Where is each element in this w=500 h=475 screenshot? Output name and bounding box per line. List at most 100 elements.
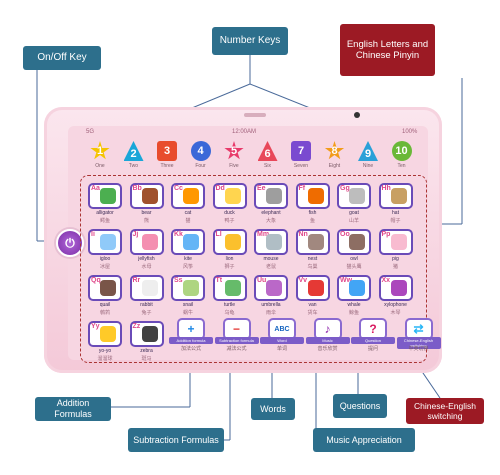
word-label: cat — [184, 210, 192, 216]
callout-english-pinyin: English Letters and Chinese Pinyin — [340, 24, 435, 76]
function-button-pinyin: 加法公式 — [180, 346, 201, 352]
callout-onoff-key: On/Off Key — [23, 46, 101, 70]
function-button-label: Word — [260, 337, 304, 344]
letter-key-d[interactable]: Dd duck 鸭子 — [212, 183, 247, 224]
cat-icon — [183, 188, 199, 204]
letter-label: Hh — [381, 185, 391, 192]
goat-icon — [349, 188, 365, 204]
function-button-pinyin: 提问 — [367, 346, 378, 352]
pinyin-label: 鲸鱼 — [348, 310, 359, 316]
number-key-label: Seven — [293, 163, 309, 169]
word-label: bear — [141, 210, 152, 216]
clock: 12:00AM — [232, 129, 257, 135]
duck-icon — [224, 188, 241, 204]
number-key-digit: 5 — [230, 145, 238, 157]
letter-label: Kk — [174, 231, 183, 238]
pinyin-label: 猪 — [392, 264, 398, 270]
word-label: pig — [392, 256, 399, 262]
word-label: snail — [182, 302, 194, 308]
pinyin-label: 鸭子 — [224, 218, 235, 224]
igloo-icon — [100, 234, 116, 250]
pinyin-label: 货车 — [307, 310, 318, 316]
callout-music: Music Appreciation — [313, 428, 415, 452]
pinyin-label: 溜溜球 — [97, 356, 113, 362]
hat-icon — [390, 188, 407, 204]
letter-label: Yy — [91, 323, 100, 330]
number-key-10[interactable]: 10 — [391, 141, 412, 161]
letter-label: Jj — [132, 231, 139, 238]
letter-label: Bb — [132, 185, 142, 192]
fish-icon — [307, 188, 324, 204]
question-icon: ? — [369, 322, 377, 336]
pinyin-label: 兔子 — [141, 310, 152, 316]
word-label: quail — [99, 302, 111, 308]
pinyin-label: 木琴 — [390, 310, 401, 316]
number-key-digit: 6 — [264, 148, 271, 160]
subtraction-icon: − — [232, 322, 240, 336]
word-label: jellyfish — [138, 256, 155, 262]
letter-label: Tt — [215, 277, 223, 284]
number-key-label: Five — [229, 163, 239, 169]
word-label: van — [308, 302, 317, 308]
xylophone-icon — [390, 280, 407, 296]
words-button[interactable]: ABC — [268, 318, 296, 340]
letter-label: Qq — [91, 277, 101, 284]
status-bar: 5G 12:00AM 100% — [72, 128, 424, 138]
number-key-7[interactable]: 7 — [291, 141, 311, 161]
number-key-label: Six — [264, 163, 271, 169]
letter-label: Vv — [298, 277, 308, 284]
function-button-pinyin: 单词 — [276, 346, 287, 352]
word-label: duck — [224, 210, 235, 216]
number-key-label: Eight — [328, 163, 341, 169]
kite-icon — [183, 234, 199, 250]
number-key-3[interactable]: 3 — [157, 141, 177, 161]
callout-addition: Addition Formulas — [35, 397, 111, 421]
language-switch-icon: ⇄ — [413, 322, 424, 336]
number-key-digit: 2 — [130, 148, 137, 160]
function-button-pinyin: 减法公式 — [226, 346, 247, 352]
number-key-digit: 1 — [96, 145, 104, 157]
letter-label: Dd — [215, 185, 225, 192]
power-button[interactable]: ⏻ — [56, 229, 84, 257]
pinyin-label: 风筝 — [182, 264, 193, 270]
callout-subtraction: Subtraction Formulas — [128, 428, 224, 452]
number-key-label: One — [95, 163, 105, 169]
word-label: alligator — [96, 210, 114, 216]
word-label: rabbit — [140, 302, 153, 308]
turtle-icon — [224, 280, 241, 296]
pig-icon — [390, 234, 407, 250]
speaker-grille — [244, 113, 266, 117]
callout-chinese-english: Chinese-English switching — [406, 398, 484, 424]
lion-icon — [224, 234, 241, 250]
letter-label: Aa — [91, 185, 100, 192]
letter-key-v[interactable]: Vv van 货车 — [295, 275, 330, 316]
letter-label: Gg — [340, 185, 350, 192]
pinyin-label: 冰屋 — [99, 264, 110, 270]
camera-lens — [354, 112, 360, 118]
number-key-4[interactable]: 4 — [190, 141, 211, 161]
